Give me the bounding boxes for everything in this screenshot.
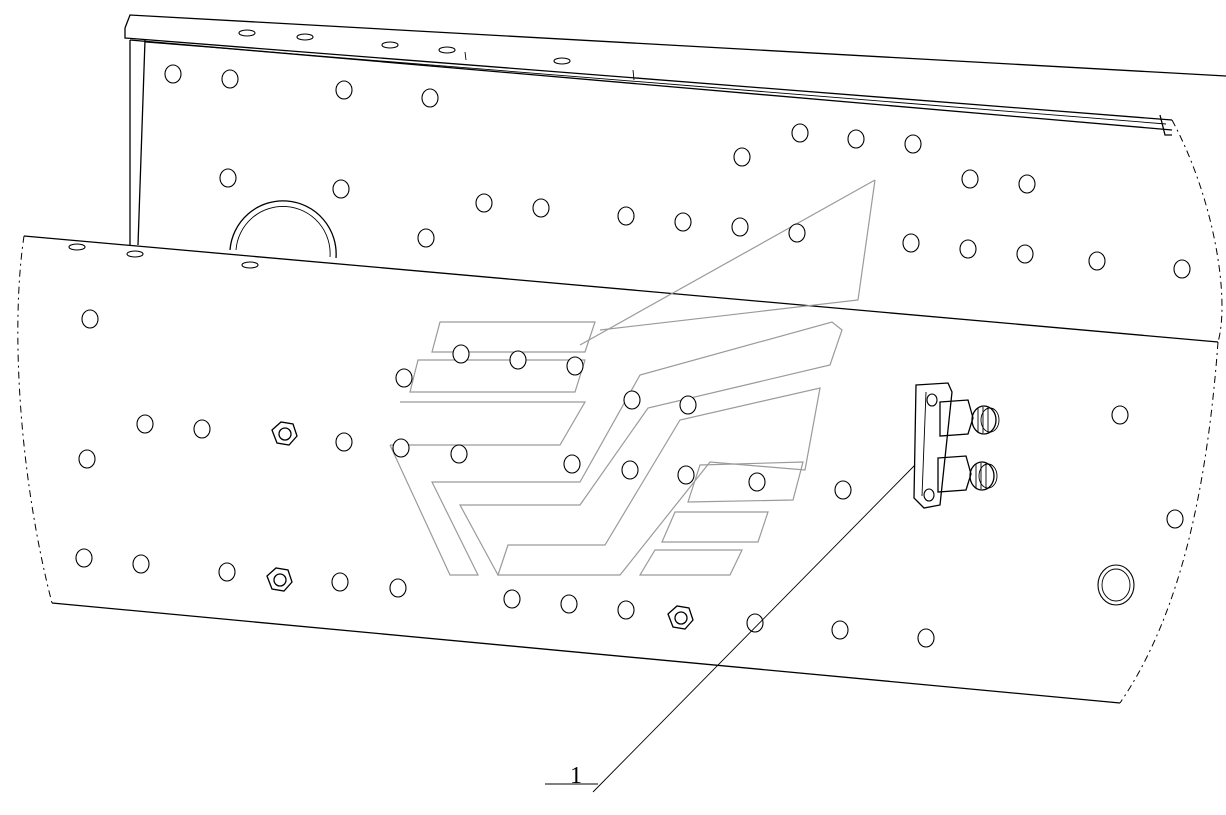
flange-slots [68, 29, 571, 269]
callout-leader [545, 464, 916, 793]
hex-nuts [266, 421, 694, 630]
hex-nut [266, 567, 293, 592]
hex-nut [667, 605, 694, 630]
callout-label-1: 1 [570, 763, 582, 789]
upper-rail-web [129, 39, 337, 259]
upper-rail-flange [124, 14, 1226, 136]
upper-rail-holes [164, 64, 1191, 279]
brand-logo [389, 179, 876, 576]
lower-rail-outline [17, 119, 1223, 704]
hex-nut [271, 421, 298, 446]
bracket-with-fittings [913, 382, 1000, 509]
lower-rail-holes [75, 309, 1184, 648]
